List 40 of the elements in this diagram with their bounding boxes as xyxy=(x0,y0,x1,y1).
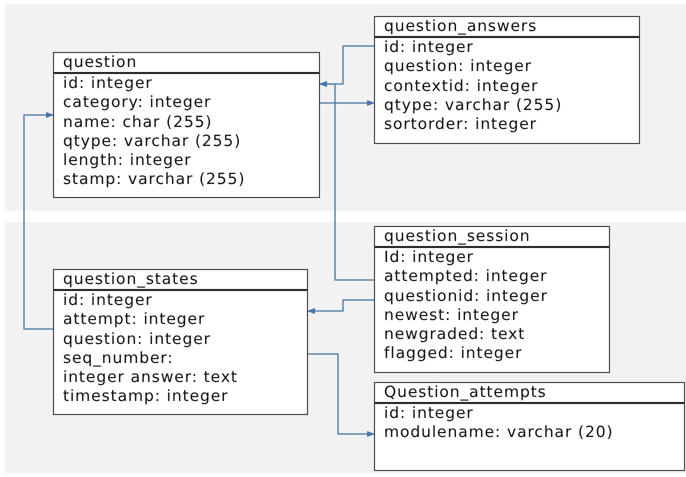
field-row-text: questionid: integer xyxy=(383,286,549,306)
field-row-text: question: integer xyxy=(62,330,212,349)
field-row-text: question: integer xyxy=(383,57,533,77)
connector-arrow xyxy=(319,81,374,281)
connector-arrow xyxy=(307,299,374,314)
table-box xyxy=(374,16,640,144)
field-row-text: category: integer xyxy=(62,93,212,113)
field-row-text: length: integer xyxy=(62,151,193,170)
field-row-text: Id: integer xyxy=(383,248,475,268)
field-row-text: sortorder: integer xyxy=(383,115,538,134)
field-row-text: name: char (255) xyxy=(62,112,214,132)
connector-arrow xyxy=(320,100,375,106)
field-row-text: seq_number: xyxy=(62,348,175,368)
field-row-text: id: integer xyxy=(383,404,475,424)
field-row-text: id: integer xyxy=(62,74,154,94)
table-box xyxy=(53,52,320,198)
connector-arrow xyxy=(23,112,54,330)
table-box xyxy=(374,226,610,373)
field-row-text: attempted: integer xyxy=(383,267,548,287)
field-row-text: id: integer xyxy=(383,38,475,58)
field-row-text: qtype: varchar (255) xyxy=(62,132,242,152)
field-row-text: newest: integer xyxy=(383,306,520,326)
table-name: question_states xyxy=(54,270,307,291)
field-row-text: modulename: varchar (20) xyxy=(383,423,614,443)
field-row-text: newgraded: text xyxy=(383,325,526,344)
table-name: Question_attempts xyxy=(375,383,684,404)
table-box xyxy=(374,382,685,471)
field-row-text: attempt: integer xyxy=(62,310,206,330)
field-row-text: qtype: varchar (255) xyxy=(383,96,564,116)
field-row-text: contextid: integer xyxy=(383,76,540,96)
table-name: question xyxy=(54,53,319,74)
table-name: question_answers xyxy=(375,17,639,38)
field-row-text: integer answer: text xyxy=(62,368,239,388)
table-box xyxy=(53,269,308,415)
field-row-text: stamp: varchar (255) xyxy=(62,170,246,190)
connector-arrow xyxy=(308,353,375,437)
field-row-text: id: integer xyxy=(62,291,154,310)
field-row-text: flagged: integer xyxy=(383,344,524,364)
field-row-text: timestamp: integer xyxy=(62,387,230,407)
table-name: question_session xyxy=(375,227,609,248)
